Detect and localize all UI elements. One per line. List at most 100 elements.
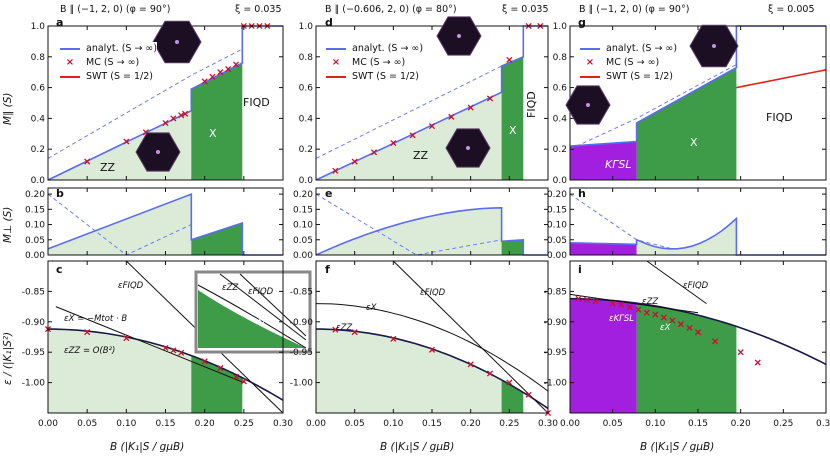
- mc-cross-a: [182, 110, 189, 117]
- mc-marker-a: [182, 110, 189, 117]
- kitsl-fill-i: [570, 298, 637, 413]
- xtick-label: 0.05: [345, 419, 365, 429]
- x-fill-b: [191, 223, 243, 255]
- mc-marker-a: [178, 112, 185, 119]
- zz-fill-b: [48, 194, 192, 255]
- ytick-label: 0.6: [553, 84, 568, 94]
- dashed-line-a: [47, 48, 243, 159]
- ytick-label: 0.15: [293, 205, 313, 215]
- mc-marker-a: [170, 115, 177, 122]
- region-fiqd-a: FIQD: [243, 96, 270, 109]
- ytick-label: 0.0: [31, 176, 46, 186]
- region-fiqd-d: FIQD: [525, 91, 538, 118]
- inset-x-fill: [198, 290, 306, 348]
- ytick-label: 1.0: [299, 22, 314, 32]
- mc-cross-i: [643, 309, 650, 316]
- col-xi-d: ξ = 0.035: [502, 4, 549, 15]
- xtick-label: 0.15: [422, 419, 442, 429]
- mc-marker-d: [390, 139, 397, 147]
- col-xi-a-text: ξ = 0.035: [235, 4, 282, 15]
- eps-zz-approx-c: εZZ = O(B²): [64, 346, 116, 356]
- ytick-label: 0.8: [299, 53, 314, 63]
- col-xi-g: ξ = 0.005: [768, 4, 815, 15]
- ytick-label: 0.10: [547, 221, 567, 231]
- mc-marker-i: [609, 300, 616, 307]
- ytick-label: 0.0: [299, 176, 314, 186]
- legend-d: analyt. (S → ∞) ×MC (S → ∞) SWT (S = 1/2…: [326, 42, 424, 84]
- legend-swt-d: SWT (S = 1/2): [352, 71, 419, 82]
- mc-cross-a: [178, 112, 185, 119]
- ytick-label: 0.05: [547, 236, 567, 246]
- mc-marker-c: [240, 378, 247, 385]
- mc-cross-a: [170, 115, 177, 122]
- dashed-line-h: [569, 193, 673, 250]
- region-kitsl-g: KΓSL: [605, 158, 632, 171]
- mc-cross-a: [232, 61, 240, 68]
- mc-cross-i: [677, 321, 684, 328]
- eps-zz-line-i: [569, 293, 699, 314]
- mc-marker-f: [506, 379, 513, 386]
- ytick-label: 0.0: [553, 176, 568, 186]
- xtick-label: 0.30: [273, 419, 293, 429]
- mc-cross-f: [525, 391, 532, 398]
- legend-analyt-g: analyt. (S → ∞): [606, 43, 678, 54]
- mc-marker-c: [123, 335, 130, 342]
- mc-marker-i: [694, 329, 702, 336]
- mc-cross-c: [162, 344, 169, 352]
- xlabel-a: B (|K₁|S / gμB): [110, 441, 185, 453]
- mc-cross-d: [448, 113, 455, 120]
- panel-label-e: e: [325, 187, 333, 200]
- mc-cross-f: [332, 326, 339, 333]
- col-header-d-text: B ∥ (−0.606, 2, 0) (φ = 80°): [325, 4, 457, 15]
- mc-cross-d: [332, 167, 339, 174]
- zz-fill-c: [48, 329, 192, 413]
- panel-label-i: i: [578, 263, 582, 276]
- xtick-label: 0.25: [499, 419, 519, 429]
- ytick-label: 0.4: [299, 114, 314, 124]
- zz-fill-e: [316, 207, 502, 255]
- legend-swt-g: SWT (S = 1/2): [606, 71, 673, 82]
- eps-fiqd-inset: εFIQD: [248, 287, 274, 297]
- eps-fiqd-line-f: [392, 260, 549, 414]
- mc-marker-a: [217, 69, 224, 76]
- mc-marker-i: [677, 321, 684, 328]
- mc-marker-d: [351, 158, 358, 165]
- region-x-g: X: [690, 136, 698, 149]
- ytick-label: -0.85: [290, 287, 313, 297]
- legend-analyt-d: analyt. (S → ∞): [352, 43, 424, 54]
- mc-cross-f: [390, 335, 397, 342]
- ytick-label: 0.10: [293, 221, 313, 231]
- mc-cross-i: [584, 296, 591, 303]
- xtick-label: 0.10: [116, 419, 136, 429]
- xtick-label: 0.25: [773, 419, 793, 429]
- mc-marker-i: [652, 311, 659, 318]
- ytick-label: -0.85: [544, 287, 567, 297]
- mc-marker-c: [170, 347, 177, 354]
- eps-fiqd-i: εFIQD: [683, 281, 709, 291]
- mc-marker-f: [467, 361, 474, 368]
- ytick-label: 1.0: [553, 22, 568, 32]
- mc-marker-a: [162, 119, 169, 127]
- xtick-label: 0.15: [688, 419, 708, 429]
- ytick-label: -0.95: [544, 348, 567, 358]
- mc-cross-c: [170, 347, 177, 354]
- mc-cross-a: [217, 69, 224, 76]
- ytick-label: 0.4: [553, 114, 568, 124]
- bz-hexagon-d2-dot: [466, 146, 470, 150]
- xlabel-g: B (|K₁|S / gμB): [640, 441, 715, 453]
- mc-cross-c: [232, 373, 240, 380]
- ytick-label: -0.90: [22, 318, 46, 328]
- mc-cross-i: [712, 338, 719, 345]
- panel-label-f: f: [325, 263, 330, 276]
- mc-cross-i: [686, 324, 693, 331]
- x-fill-e: [501, 239, 524, 255]
- mc-marker-d: [370, 149, 378, 156]
- x-fill-c: [191, 355, 243, 413]
- ytick-label: -0.95: [22, 348, 45, 358]
- mc-marker-d: [506, 56, 513, 63]
- x-fill-a: [191, 63, 243, 180]
- mc-cross-f: [351, 329, 358, 336]
- ylabel-top: M∥ (S): [2, 92, 14, 125]
- mc-cross-a: [123, 138, 130, 145]
- bz-hexagon-a2-dot: [156, 150, 160, 154]
